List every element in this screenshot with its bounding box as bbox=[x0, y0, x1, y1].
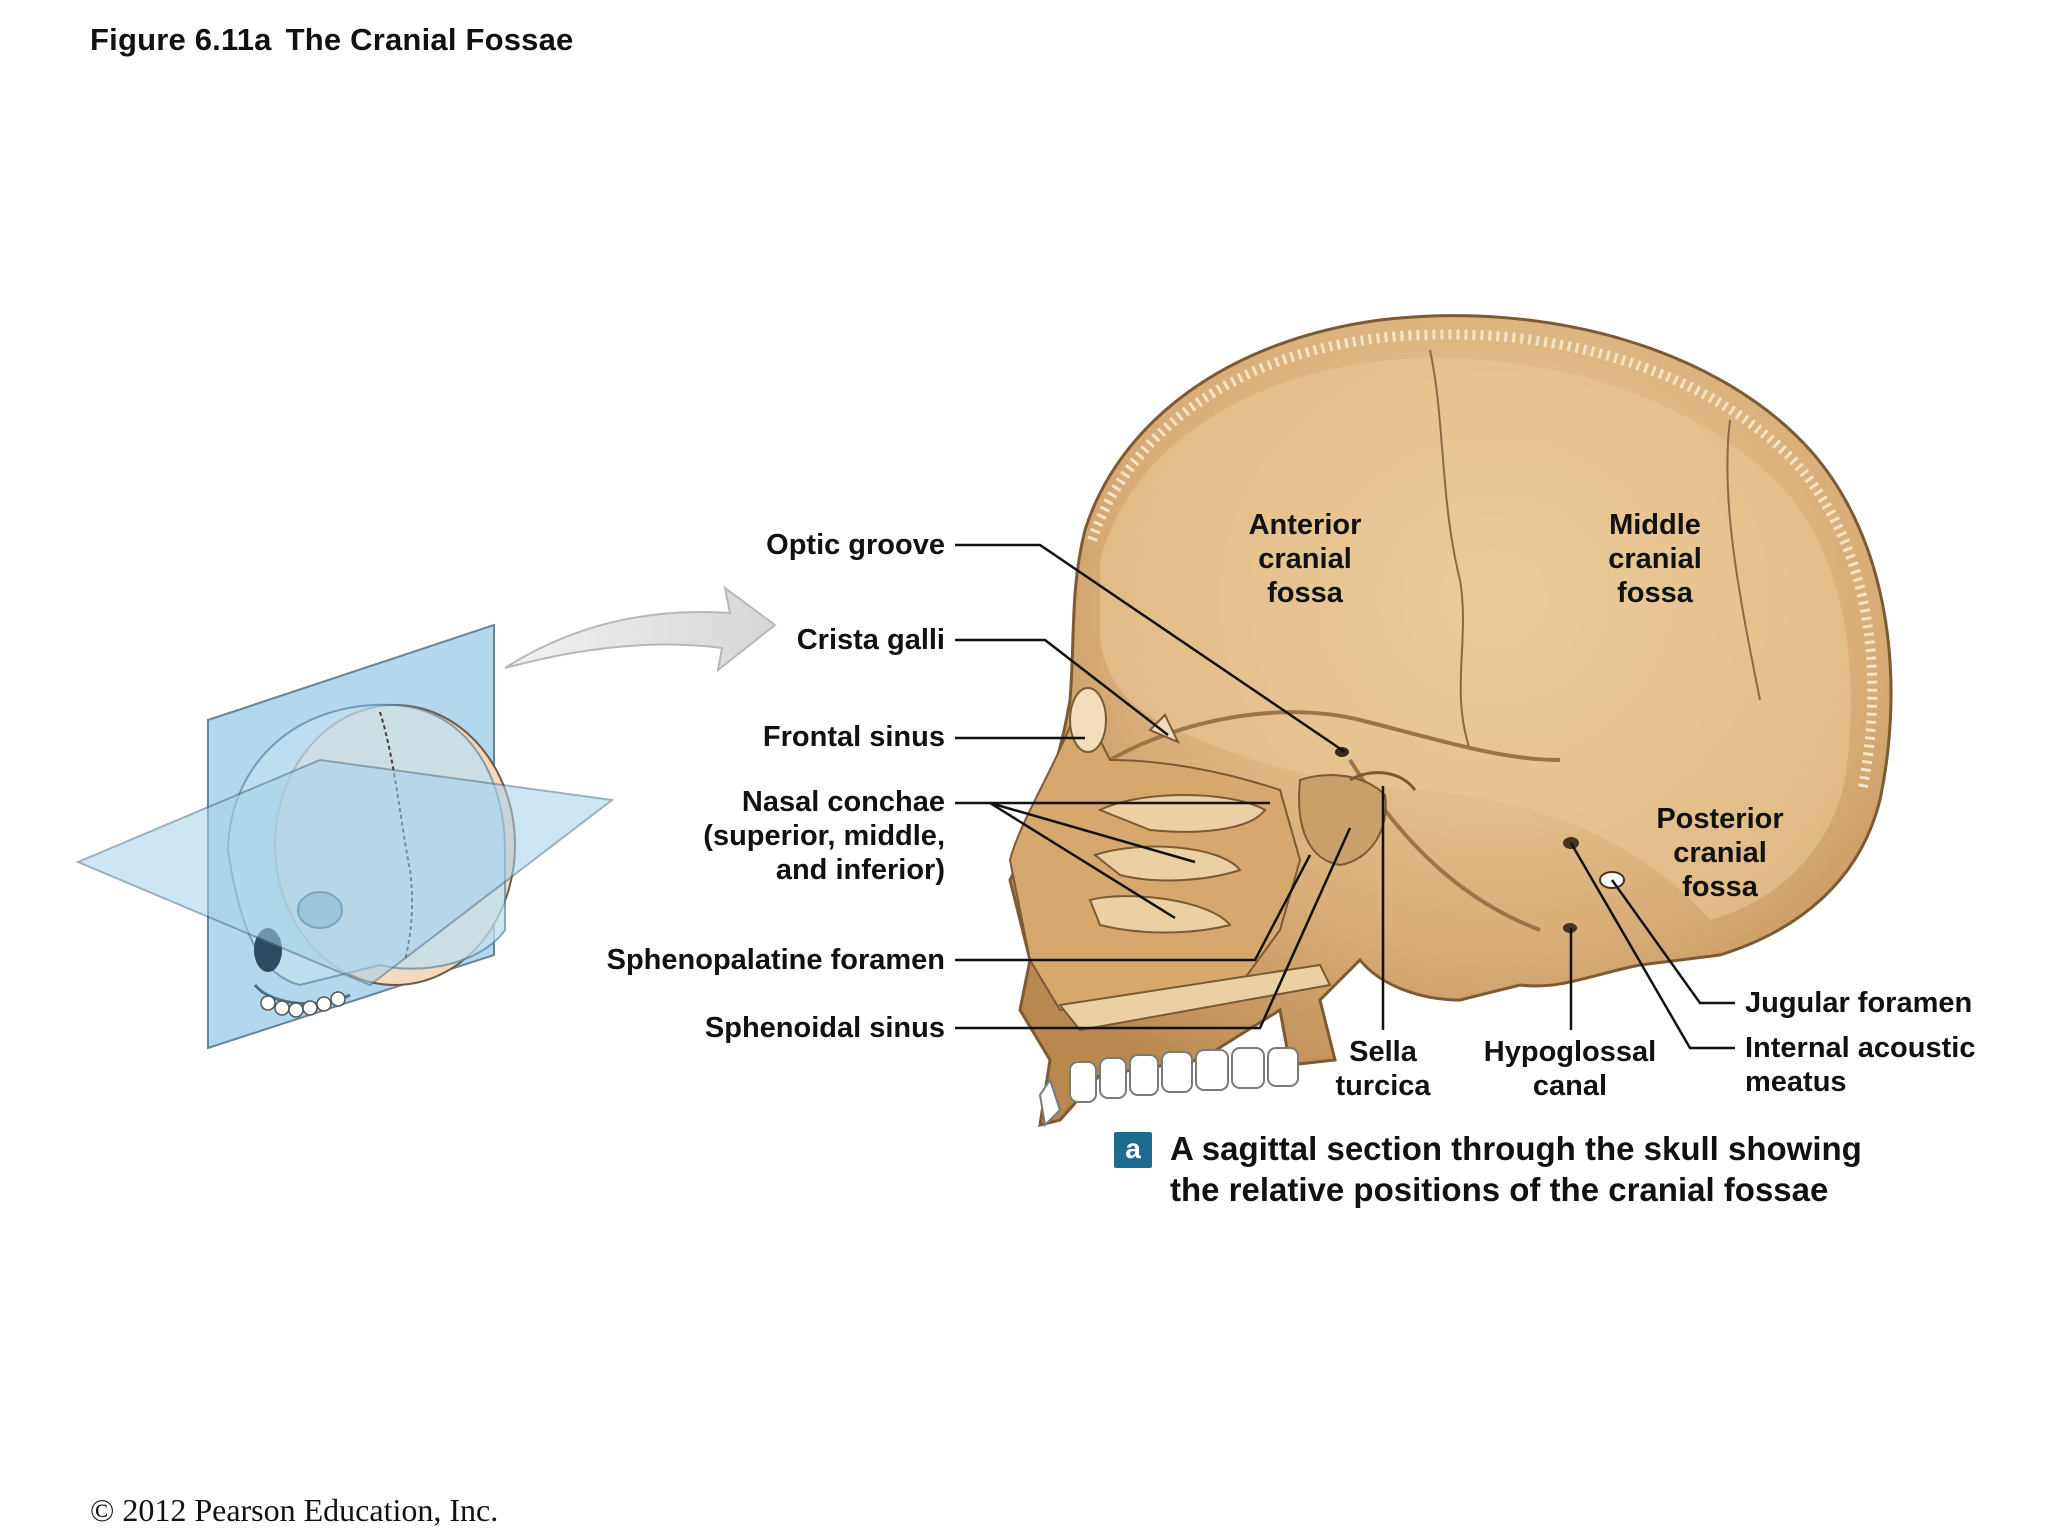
label-sphenoidal-sinus: Sphenoidal sinus bbox=[704, 1012, 945, 1044]
label-nasal-conchae-line3: and inferior) bbox=[775, 854, 945, 886]
teeth bbox=[1038, 1047, 1299, 1128]
anterior-fossa-line1: Anterior bbox=[1248, 509, 1362, 541]
sella-turcica-line2: turcica bbox=[1335, 1070, 1431, 1102]
caption-line1: A sagittal section through the skull sho… bbox=[1170, 1130, 1862, 1167]
label-jugular-foramen: Jugular foramen bbox=[1745, 987, 1973, 1019]
sagittal-skull bbox=[1008, 314, 1893, 1128]
leader-sphenoidal-sinus bbox=[955, 827, 1352, 1030]
label-nasal-conchae-line2: (superior, middle, bbox=[703, 820, 945, 852]
figure-name: The Cranial Fossae bbox=[285, 22, 574, 57]
middle-fossa-line2: cranial bbox=[1608, 543, 1702, 575]
posterior-fossa-line2: cranial bbox=[1673, 837, 1767, 869]
label-posterior-cranial-fossa: Posterior cranial fossa bbox=[1620, 802, 1820, 904]
caption-badge: a bbox=[1114, 1132, 1152, 1168]
internal-acoustic-line1: Internal acoustic bbox=[1745, 1032, 1976, 1064]
figure-number: Figure 6.11a bbox=[90, 22, 272, 57]
anterior-fossa-line2: cranial bbox=[1258, 543, 1352, 575]
middle-fossa-line3: fossa bbox=[1617, 577, 1693, 609]
posterior-fossa-line3: fossa bbox=[1682, 871, 1758, 903]
copyright: © 2012 Pearson Education, Inc. bbox=[90, 1492, 499, 1528]
leader-sphenopalatine bbox=[955, 854, 1312, 962]
label-sella-turcica: Sella turcica bbox=[1300, 1035, 1466, 1103]
label-middle-cranial-fossa: Middle cranial fossa bbox=[1555, 508, 1755, 610]
sella-turcica-line1: Sella bbox=[1349, 1036, 1417, 1068]
figure-caption: A sagittal section through the skull sho… bbox=[1170, 1128, 1862, 1210]
label-nasal-conchae-line1: Nasal conchae bbox=[741, 786, 945, 818]
orientation-skull bbox=[75, 623, 615, 1050]
label-anterior-cranial-fossa: Anterior cranial fossa bbox=[1205, 508, 1405, 610]
leader-crista-galli bbox=[955, 638, 1169, 736]
leader-lines bbox=[955, 543, 1735, 1050]
label-hypoglossal-canal: Hypoglossal canal bbox=[1470, 1035, 1670, 1103]
horizontal-plane bbox=[75, 758, 615, 987]
leader-nasal-conchae-2 bbox=[989, 801, 1196, 864]
leader-nasal-conchae-3 bbox=[989, 801, 1176, 920]
label-frontal-sinus: Frontal sinus bbox=[762, 721, 945, 753]
posterior-fossa-line1: Posterior bbox=[1656, 803, 1784, 835]
label-crista-galli: Crista galli bbox=[796, 624, 945, 656]
label-internal-acoustic-meatus: Internal acoustic meatus bbox=[1745, 1031, 1975, 1099]
leader-optic-groove bbox=[955, 543, 1346, 754]
label-sphenopalatine-foramen: Sphenopalatine foramen bbox=[606, 944, 945, 976]
internal-acoustic-line2: meatus bbox=[1745, 1066, 1847, 1098]
leader-jugular bbox=[1610, 879, 1735, 1005]
hypoglossal-canal-line1: Hypoglossal bbox=[1483, 1036, 1657, 1068]
leader-internal-acoustic bbox=[1569, 842, 1735, 1050]
caption-line2: the relative positions of the cranial fo… bbox=[1170, 1171, 1829, 1208]
arrow bbox=[504, 585, 777, 673]
anterior-fossa-line3: fossa bbox=[1267, 577, 1343, 609]
hypoglossal-canal-line2: canal bbox=[1532, 1070, 1608, 1102]
label-nasal-conchae: Nasal conchae (superior, middle, and inf… bbox=[703, 785, 945, 887]
middle-fossa-line1: Middle bbox=[1609, 509, 1701, 541]
label-optic-groove: Optic groove bbox=[766, 529, 945, 561]
figure-title: Figure 6.11a The Cranial Fossae bbox=[90, 22, 573, 58]
